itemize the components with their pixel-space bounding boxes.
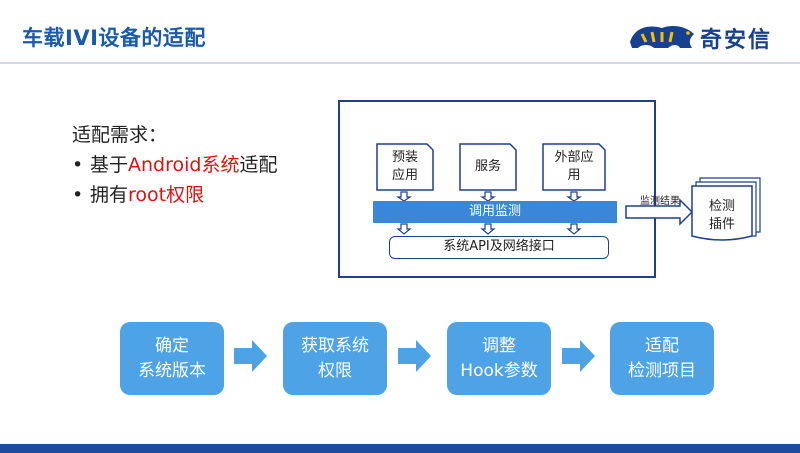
requirement-item: • 基于Android系统适配 <box>72 150 278 180</box>
app-external-label: 外部应 用 <box>554 150 594 183</box>
bullet-dot: • <box>72 184 84 206</box>
plugin-label: 检测 插件 <box>708 199 735 232</box>
flow-arrow-icon <box>398 340 431 372</box>
tiger-logo-icon <box>630 26 694 48</box>
app-preinstalled-label: 预装 应用 <box>391 150 418 183</box>
flow-arrow-icon <box>562 340 595 372</box>
requirements-block: 适配需求： • 基于Android系统适配 • 拥有root权限 <box>72 120 278 210</box>
app-doc-shape <box>542 143 606 191</box>
step-adapt-detection: 适配 检测项目 <box>610 322 714 395</box>
plugin-doc-front <box>691 185 753 241</box>
app-doc-shape <box>376 143 434 191</box>
down-arrow-icon <box>396 223 582 235</box>
step-adjust-hook: 调整 Hook参数 <box>447 322 551 395</box>
requirements-heading: 适配需求： <box>72 124 168 146</box>
requirement-prefix: 基于 <box>90 154 129 176</box>
requirement-highlight: Android系统 <box>128 154 240 176</box>
flow-arrow-icon <box>234 340 267 372</box>
requirement-prefix: 拥有 <box>90 184 129 206</box>
bullet-dot: • <box>72 154 84 176</box>
system-api-bar: 系统API及网络接口 <box>389 236 609 259</box>
brand-logo: 奇安信 <box>628 18 788 54</box>
call-monitor-bar: 调用监测 <box>373 201 617 223</box>
right-arrow-icon <box>625 198 694 226</box>
footer-bar <box>0 444 800 453</box>
title-divider <box>0 62 800 64</box>
brand-name: 奇安信 <box>700 28 773 53</box>
app-service-label: 服务 <box>474 159 501 174</box>
requirement-highlight: root权限 <box>128 184 205 206</box>
requirement-suffix: 适配 <box>239 154 278 176</box>
requirement-item: • 拥有root权限 <box>72 180 278 210</box>
monitor-result-label: 监测结果 <box>640 196 680 207</box>
app-doc-shape <box>459 143 517 191</box>
step-acquire-permission: 获取系统 权限 <box>283 322 387 395</box>
down-arrow-icon <box>396 191 582 202</box>
step-determine-version: 确定 系统版本 <box>120 322 224 395</box>
slide-title: 车载IVI设备的适配 <box>22 26 206 50</box>
